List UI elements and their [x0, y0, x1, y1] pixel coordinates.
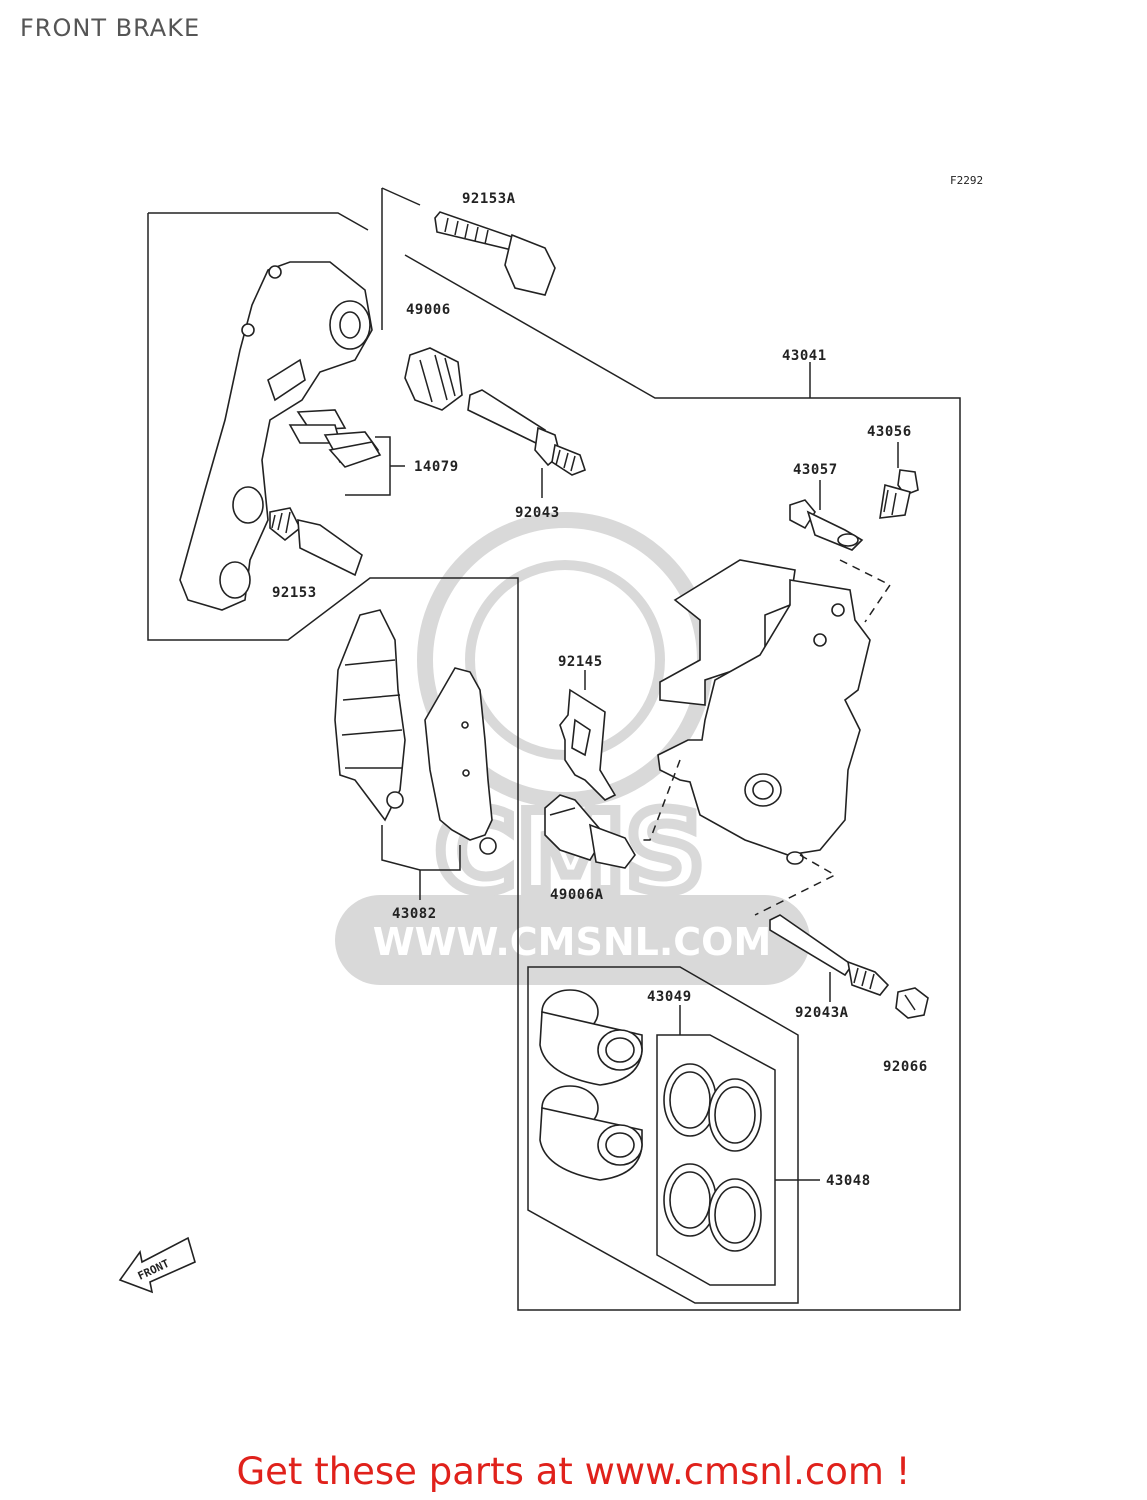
front-arrow-icon: FRONT	[118, 1236, 196, 1294]
pin-92153	[269, 507, 363, 577]
brake-pads-43082	[334, 609, 497, 855]
label-92153A: 92153A	[462, 191, 516, 207]
label-43082: 43082	[392, 906, 437, 922]
bleeder-43056	[879, 469, 919, 519]
label-92153: 92153	[272, 585, 317, 601]
label-43057: 43057	[793, 462, 838, 478]
label-43048: 43048	[826, 1173, 871, 1189]
footer-link-text[interactable]: Get these parts at www.cmsnl.com !	[236, 1450, 911, 1493]
bolt-92153A	[434, 211, 556, 296]
label-49006: 49006	[406, 302, 451, 318]
spring-clip-92145	[559, 688, 617, 801]
caliper-body-43041	[657, 559, 871, 865]
pin-92043A	[769, 914, 890, 996]
pin-92043	[467, 389, 587, 476]
bracket-group-outline	[147, 212, 519, 965]
label-14079: 14079	[414, 459, 459, 475]
boot-49006	[404, 347, 463, 411]
boot-49006A	[544, 794, 636, 869]
watermark-text: WWW.CMSNL.COM	[373, 920, 772, 964]
label-43041: 43041	[782, 348, 827, 364]
bleeder-cap-43057	[789, 499, 864, 551]
label-49006A: 49006A	[550, 887, 604, 903]
label-92066: 92066	[883, 1059, 928, 1075]
caliper-bracket	[179, 261, 373, 611]
seals	[663, 1063, 762, 1252]
plug-92066	[895, 987, 929, 1019]
pad-spring-14079	[288, 409, 382, 468]
label-92145: 92145	[558, 654, 603, 670]
piston-kit-outline	[527, 966, 799, 1304]
page-title: FRONT BRAKE	[20, 14, 201, 42]
label-92043: 92043	[515, 505, 560, 521]
label-43049: 43049	[647, 989, 692, 1005]
figure-ref: F2292	[950, 174, 983, 187]
label-43056: 43056	[867, 424, 912, 440]
pistons	[539, 989, 643, 1181]
label-92043A: 92043A	[795, 1005, 849, 1021]
